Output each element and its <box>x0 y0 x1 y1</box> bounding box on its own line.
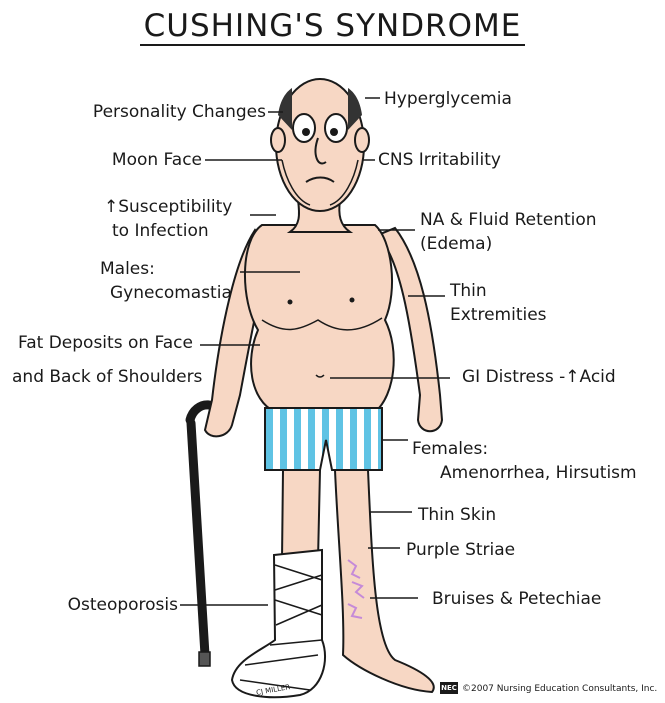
label-cns-irritability: CNS Irritability <box>378 149 501 171</box>
label-hyperglycemia: Hyperglycemia <box>384 88 512 110</box>
torso <box>245 225 394 412</box>
label-personality-changes: Personality Changes <box>60 101 266 123</box>
label-thin-skin: Thin Skin <box>418 504 496 526</box>
left-leg <box>282 470 320 560</box>
label-bruises-petechiae: Bruises & Petechiae <box>432 588 601 610</box>
striped-shorts <box>265 408 382 470</box>
label-edema: (Edema) <box>420 233 492 255</box>
moon-face <box>271 79 369 211</box>
label-back-of-shoulders: and Back of Shoulders <box>12 366 202 388</box>
label-females: Females: <box>412 438 488 460</box>
copyright-notice: ©2007 Nursing Education Consultants, Inc… <box>462 684 657 694</box>
nec-logo: NEC <box>440 682 458 694</box>
label-amenorrhea-hirsutism: Amenorrhea, Hirsutism <box>440 462 637 484</box>
leg-cast <box>232 550 325 697</box>
label-gi-distress: GI Distress -↑Acid <box>462 366 616 388</box>
label-gynecomastia: Gynecomastia <box>110 282 232 304</box>
label-males: Males: <box>100 258 155 280</box>
label-thin: Thin <box>450 280 487 302</box>
label-osteoporosis: Osteoporosis <box>40 594 178 616</box>
label-fat-deposits: Fat Deposits on Face <box>18 332 193 354</box>
label-moon-face: Moon Face <box>60 149 202 171</box>
label-na-fluid-retention: NA & Fluid Retention <box>420 209 597 231</box>
label-extremities: Extremities <box>450 304 547 326</box>
label-to-infection: to Infection <box>112 220 209 242</box>
label-purple-striae: Purple Striae <box>406 539 515 561</box>
cane <box>190 405 224 666</box>
label-susceptibility: ↑Susceptibility <box>104 196 232 218</box>
